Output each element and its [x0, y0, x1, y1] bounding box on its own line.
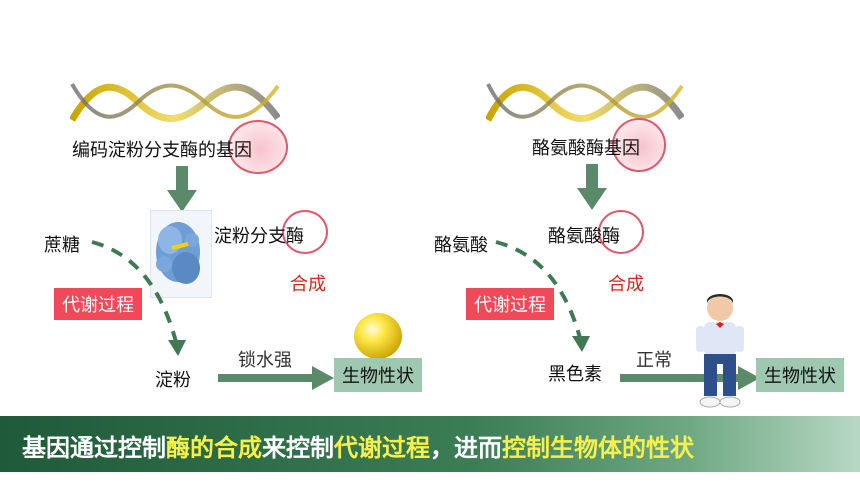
gene-highlight-circle	[228, 120, 288, 174]
right-arrow-icon	[218, 366, 334, 390]
down-arrow-icon	[167, 166, 197, 212]
down-arrow-icon	[577, 164, 607, 210]
dna-helix-icon	[70, 83, 280, 122]
summary-part-2: 酶的合成	[166, 434, 262, 462]
protein-structure-icon	[150, 210, 212, 298]
right-product-label: 黑色素	[548, 364, 602, 385]
summary-text: 基因通过控制酶的合成来控制代谢过程，进而控制生物体的性状	[22, 428, 694, 463]
right-trait-box: 生物性状	[756, 358, 844, 392]
right-gene-label: 酪氨酸酶基因	[532, 138, 640, 159]
enzyme-highlight-circle	[598, 210, 644, 254]
right-arrow-icon	[620, 366, 760, 390]
left-effect-label: 锁水强	[238, 350, 292, 371]
metabolism-dashed-arrow	[91, 240, 186, 356]
left-metabolism-badge: 代谢过程	[54, 288, 142, 320]
summary-part-6: 控制生物体的性状	[502, 434, 694, 462]
left-substrate-label: 蔗糖	[44, 235, 80, 256]
right-substrate-label: 酪氨酸	[434, 235, 488, 256]
right-effect-label: 正常	[636, 350, 672, 371]
summary-banner	[0, 416, 860, 472]
starch-ball-icon	[354, 313, 402, 359]
left-product-label: 淀粉	[155, 370, 191, 391]
metabolism-dashed-arrow	[495, 240, 590, 352]
left-gene-label: 编码淀粉分支酶的基因	[72, 140, 252, 161]
right-metabolism-badge: 代谢过程	[466, 288, 554, 320]
right-synthesis-label: 合成	[608, 274, 644, 295]
right-enzyme-label: 酪氨酸酶	[548, 226, 620, 247]
left-trait-box: 生物性状	[334, 358, 422, 392]
left-enzyme-label: 淀粉分支酶	[214, 226, 304, 247]
child-figure-icon	[696, 294, 744, 408]
summary-part-4: 代谢过程	[334, 434, 430, 462]
dna-helix-icon	[486, 83, 684, 122]
left-synthesis-label: 合成	[290, 274, 326, 295]
enzyme-highlight-circle	[282, 210, 328, 254]
gene-highlight-circle	[612, 118, 666, 172]
summary-part-1: 基因通过控制	[22, 434, 166, 462]
summary-part-5: ，进而	[430, 434, 502, 462]
summary-part-3: 来控制	[262, 434, 334, 462]
